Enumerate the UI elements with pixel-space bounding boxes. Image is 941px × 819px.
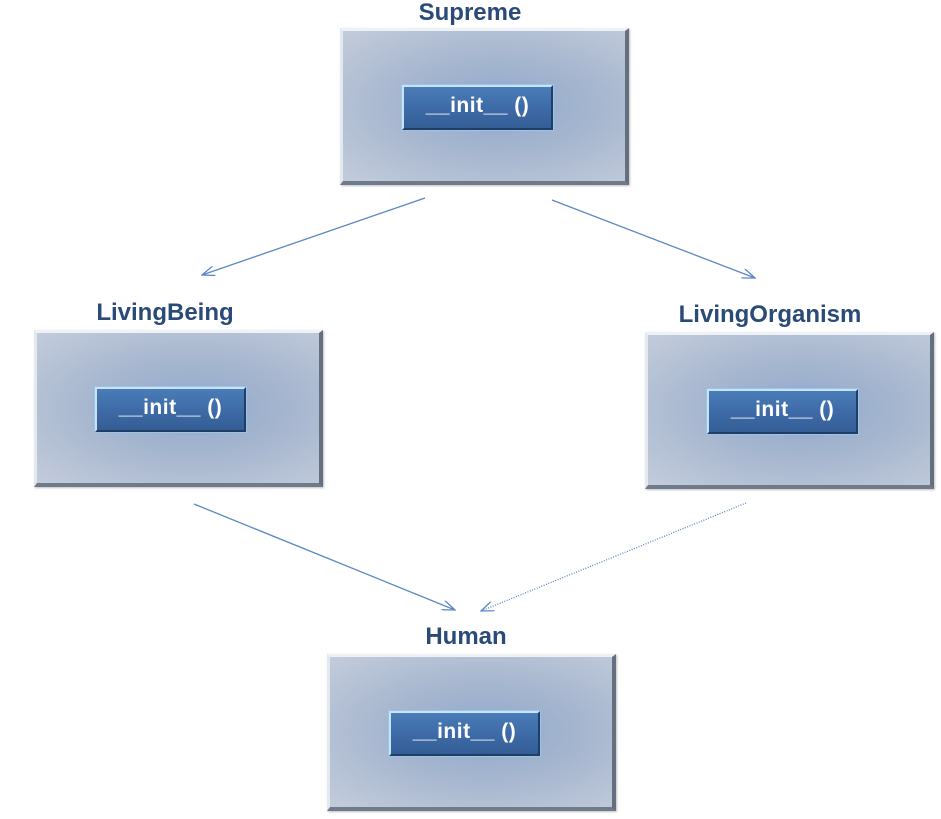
arrow-livingbeing-to-human [193, 503, 455, 610]
arrow-livingorganism-to-human [481, 502, 747, 611]
class-title-livingorganism: LivingOrganism [678, 301, 862, 328]
class-box-human: __init__ () [327, 654, 616, 811]
arrow-supreme-to-livingorganism [551, 199, 755, 278]
method-init-supreme[interactable]: __init__ () [401, 84, 554, 131]
class-box-livingbeing: __init__ () [34, 330, 323, 487]
class-box-supreme: __init__ () [340, 28, 629, 185]
method-init-livingbeing[interactable]: __init__ () [94, 386, 247, 433]
class-title-supreme: Supreme [418, 0, 522, 26]
class-box-livingorganism: __init__ () [645, 332, 934, 489]
arrow-supreme-to-livingbeing [202, 197, 426, 275]
method-init-human[interactable]: __init__ () [388, 710, 541, 757]
class-title-human: Human [425, 623, 507, 650]
method-init-livingorganism[interactable]: __init__ () [706, 388, 859, 435]
class-title-livingbeing: LivingBeing [96, 299, 234, 326]
